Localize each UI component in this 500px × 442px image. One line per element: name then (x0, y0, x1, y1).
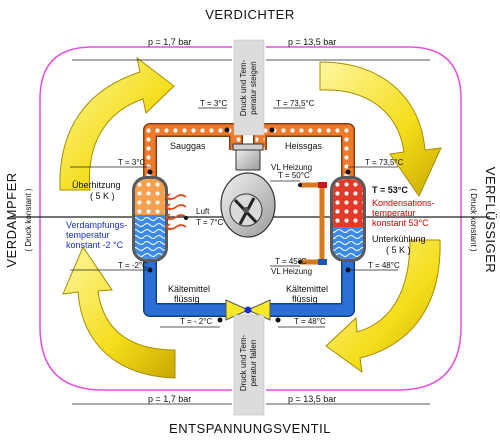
temp-liquid-left: T = - 2°C (180, 317, 212, 326)
pressure-bottom-left: p = 1,7 bar (148, 394, 191, 404)
heating-flow-pipes (300, 182, 327, 265)
temperature-markers (147, 127, 351, 323)
temp-evap-bottom: T = -2°C (118, 261, 148, 270)
label-subcool-2: ( 5 K ) (386, 245, 411, 255)
suction-gas-pipe (143, 123, 243, 180)
pressure-top-left: p = 1,7 bar (148, 37, 191, 47)
yellow-arrow-top-left-icon (59, 56, 175, 191)
title-evaporator-note: ( Druck konstant ) (24, 188, 33, 251)
label-subcool-1: Unterkühlung (372, 234, 426, 244)
pressure-bottom-right: p = 13,5 bar (288, 394, 336, 404)
temp-vl-bottom: T = 45°C (275, 257, 307, 266)
title-condenser: VERFLÜSSIGER (483, 167, 498, 273)
pressure-top-right: p = 13,5 bar (288, 37, 336, 47)
evaporator-vessel (132, 176, 168, 262)
temp-air: T = 7°C (196, 218, 224, 227)
title-condenser-note: ( Druck konstant ) (469, 188, 478, 251)
label-liquid-left-2: flüssig (174, 294, 200, 304)
label-evap-temp-2: temperatur (66, 230, 110, 240)
label-cond-temp-1: Kondensations- (372, 198, 435, 208)
yellow-arrow-bottom-left-icon (62, 245, 176, 379)
label-liquid-left-1: Kältemittel (168, 284, 210, 294)
compressor-note-line2: peratur steigen (249, 61, 258, 114)
temp-vl-top: T = 50°C (278, 171, 310, 180)
cycle-boundary-line (39, 46, 462, 391)
label-vl-heating-top: VL Heizung (271, 163, 312, 172)
label-cond-temp-3: konstant 53°C (372, 218, 429, 228)
temp-cond-top: T = 73,5°C (365, 158, 404, 167)
temp-cond-bottom: T = 48°C (368, 261, 400, 270)
air-arrows-icon (165, 193, 187, 231)
label-cond-temp-2: temperatur (372, 208, 416, 218)
yellow-arrow-bottom-right-icon (325, 239, 441, 374)
temp-hot-top: T = 73,5°C (276, 99, 315, 108)
yellow-arrow-top-right-icon (319, 61, 442, 198)
label-liquid-right-1: Kältemittel (286, 284, 328, 294)
temp-liquid-right: T = 48°C (294, 317, 326, 326)
label-superheat-1: Überhitzung (72, 180, 121, 190)
label-evap-temp-1: Verdampfungs- (66, 220, 127, 230)
valve-note-line1: Druck und Tem- (239, 335, 248, 392)
label-vl-heating-bottom: VL Heizung (271, 267, 312, 276)
leader-lines (70, 59, 430, 405)
valve-note-line2: peratur fallen (249, 340, 258, 387)
label-superheat-2: ( 5 K ) (90, 191, 115, 201)
label-evap-temp-3: konstant -2 °C (66, 240, 124, 250)
label-air: Luft (196, 207, 210, 216)
label-hot-gas: Heissgas (285, 141, 323, 151)
title-expansion-valve: ENTSPANNUNGSVENTIL (169, 421, 331, 436)
label-cond-t: T = 53°C (372, 185, 408, 195)
temp-suction-top: T = 3°C (200, 99, 228, 108)
hot-gas-pipe (253, 123, 355, 180)
temp-evap-top: T = 3°C (118, 158, 146, 167)
liquid-pipe-left (143, 245, 228, 317)
label-liquid-right-2: flüssig (292, 294, 318, 304)
compressor-icon (220, 143, 276, 238)
condenser-vessel (330, 176, 366, 262)
liquid-pipe-right (270, 245, 355, 317)
title-compressor: VERDICHTER (205, 7, 295, 22)
compressor-note-line1: Druck und Tem- (239, 60, 248, 117)
title-evaporator: VERDAMPFER (4, 172, 19, 267)
label-suction-gas: Sauggas (170, 141, 206, 151)
